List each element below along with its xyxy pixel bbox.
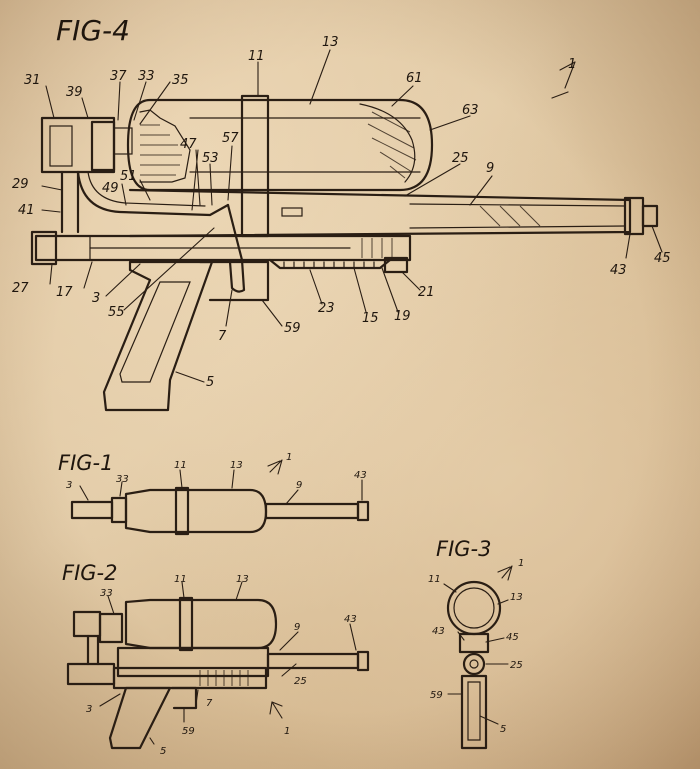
fig3-ref-43: 43 [432, 626, 445, 637]
fig4-reservoir [126, 98, 434, 192]
fig4-ref-29: 29 [12, 177, 29, 192]
fig2-ref-11: 11 [174, 574, 187, 585]
fig4-ref-63: 63 [462, 103, 479, 118]
fig4-ref-41: 41 [18, 203, 35, 218]
fig4-ref-17: 17 [56, 285, 73, 300]
fig4-ref-19: 19 [394, 309, 411, 324]
fig4-ref-11: 11 [248, 49, 265, 64]
fig1-ref-9: 9 [296, 480, 302, 491]
fig4-ref-21: 21 [418, 285, 435, 300]
fig4-ref-55: 55 [108, 305, 125, 320]
fig4-ref-39: 39 [66, 85, 83, 100]
fig2-ref-25: 25 [294, 676, 307, 687]
fig4-ref-27: 27 [12, 281, 29, 296]
fig4-ref-53: 53 [202, 151, 219, 166]
fig2-ref-5: 5 [160, 746, 166, 757]
fig4-strap-band [240, 94, 270, 238]
fig2-ref-59: 59 [182, 726, 195, 737]
fig4-ref-15: 15 [362, 311, 379, 326]
fig3-title: FIG-3 [436, 537, 491, 561]
fig4-ref-51: 51 [120, 169, 137, 184]
fig4-trigger [226, 203, 246, 293]
fig4-ref-61: 61 [406, 71, 423, 86]
fig4-ref-7: 7 [218, 329, 227, 344]
fig4-ref-47: 47 [180, 137, 197, 152]
fig4-ref-31: 31 [24, 73, 41, 88]
fig4-ref-13: 13 [322, 35, 339, 50]
fig1-ref-11: 11 [174, 460, 187, 471]
fig4-ref-1: 1 [568, 57, 576, 72]
fig4-handle [102, 260, 214, 412]
fig4-ref-33: 33 [138, 69, 155, 84]
fig4-pump-body [30, 230, 412, 274]
fig4-trigger-guard [198, 260, 270, 302]
fig2-ref-7: 7 [206, 698, 213, 709]
fig4-ref-3: 3 [92, 291, 100, 306]
fig4-ref-59: 59 [284, 321, 301, 336]
fig4-feed-tube [76, 170, 230, 217]
fig2-drawing: FIG-2 33 11 13 9 43 25 3 7 59 5 1 [62, 561, 370, 757]
fig3-drawing: FIG-3 11 1 13 43 45 25 59 5 [428, 537, 524, 750]
fig4-barrel [128, 188, 659, 238]
fig1-ref-3: 3 [66, 480, 72, 491]
fig1-title: FIG-1 [58, 451, 113, 475]
fig4-ref-23: 23 [318, 301, 335, 316]
fig4-ref-49: 49 [102, 181, 119, 196]
fig4-ref-45: 45 [654, 251, 671, 266]
fig3-ref-13: 13 [510, 592, 523, 603]
fig2-ref-43: 43 [344, 614, 357, 625]
fig2-ref-9: 9 [294, 622, 300, 633]
fig2-ref-3: 3 [86, 704, 92, 715]
fig4-drawing: FIG-4 [12, 14, 671, 412]
fig4-ref-9: 9 [486, 161, 494, 176]
fig4-title: FIG-4 [56, 14, 130, 47]
fig3-ref-1: 1 [518, 558, 524, 569]
fig4-ref-35: 35 [172, 73, 189, 88]
fig4-ref-5: 5 [206, 375, 214, 390]
fig1-ref-13: 13 [230, 460, 243, 471]
fig4-rear-housing [40, 116, 133, 234]
fig1-drawing: FIG-1 3 33 11 13 1 9 43 [58, 451, 370, 536]
fig4-ref-43: 43 [610, 263, 627, 278]
fig2-ref-13: 13 [236, 574, 249, 585]
fig1-ref-33: 33 [116, 474, 129, 485]
fig2-ref-1: 1 [284, 726, 290, 737]
fig3-ref-45: 45 [506, 632, 519, 643]
fig4-ref-37: 37 [110, 69, 127, 84]
fig3-ref-5: 5 [500, 724, 506, 735]
fig3-ref-11: 11 [428, 574, 441, 585]
fig4-ref-25: 25 [452, 151, 469, 166]
fig2-ref-33: 33 [100, 588, 113, 599]
fig4-ref-57: 57 [222, 131, 239, 146]
fig1-ref-1: 1 [286, 452, 292, 463]
fig3-ref-25: 25 [510, 660, 523, 671]
fig3-ref-59: 59 [430, 690, 443, 701]
fig1-ref-43: 43 [354, 470, 367, 481]
fig2-title: FIG-2 [62, 561, 117, 585]
